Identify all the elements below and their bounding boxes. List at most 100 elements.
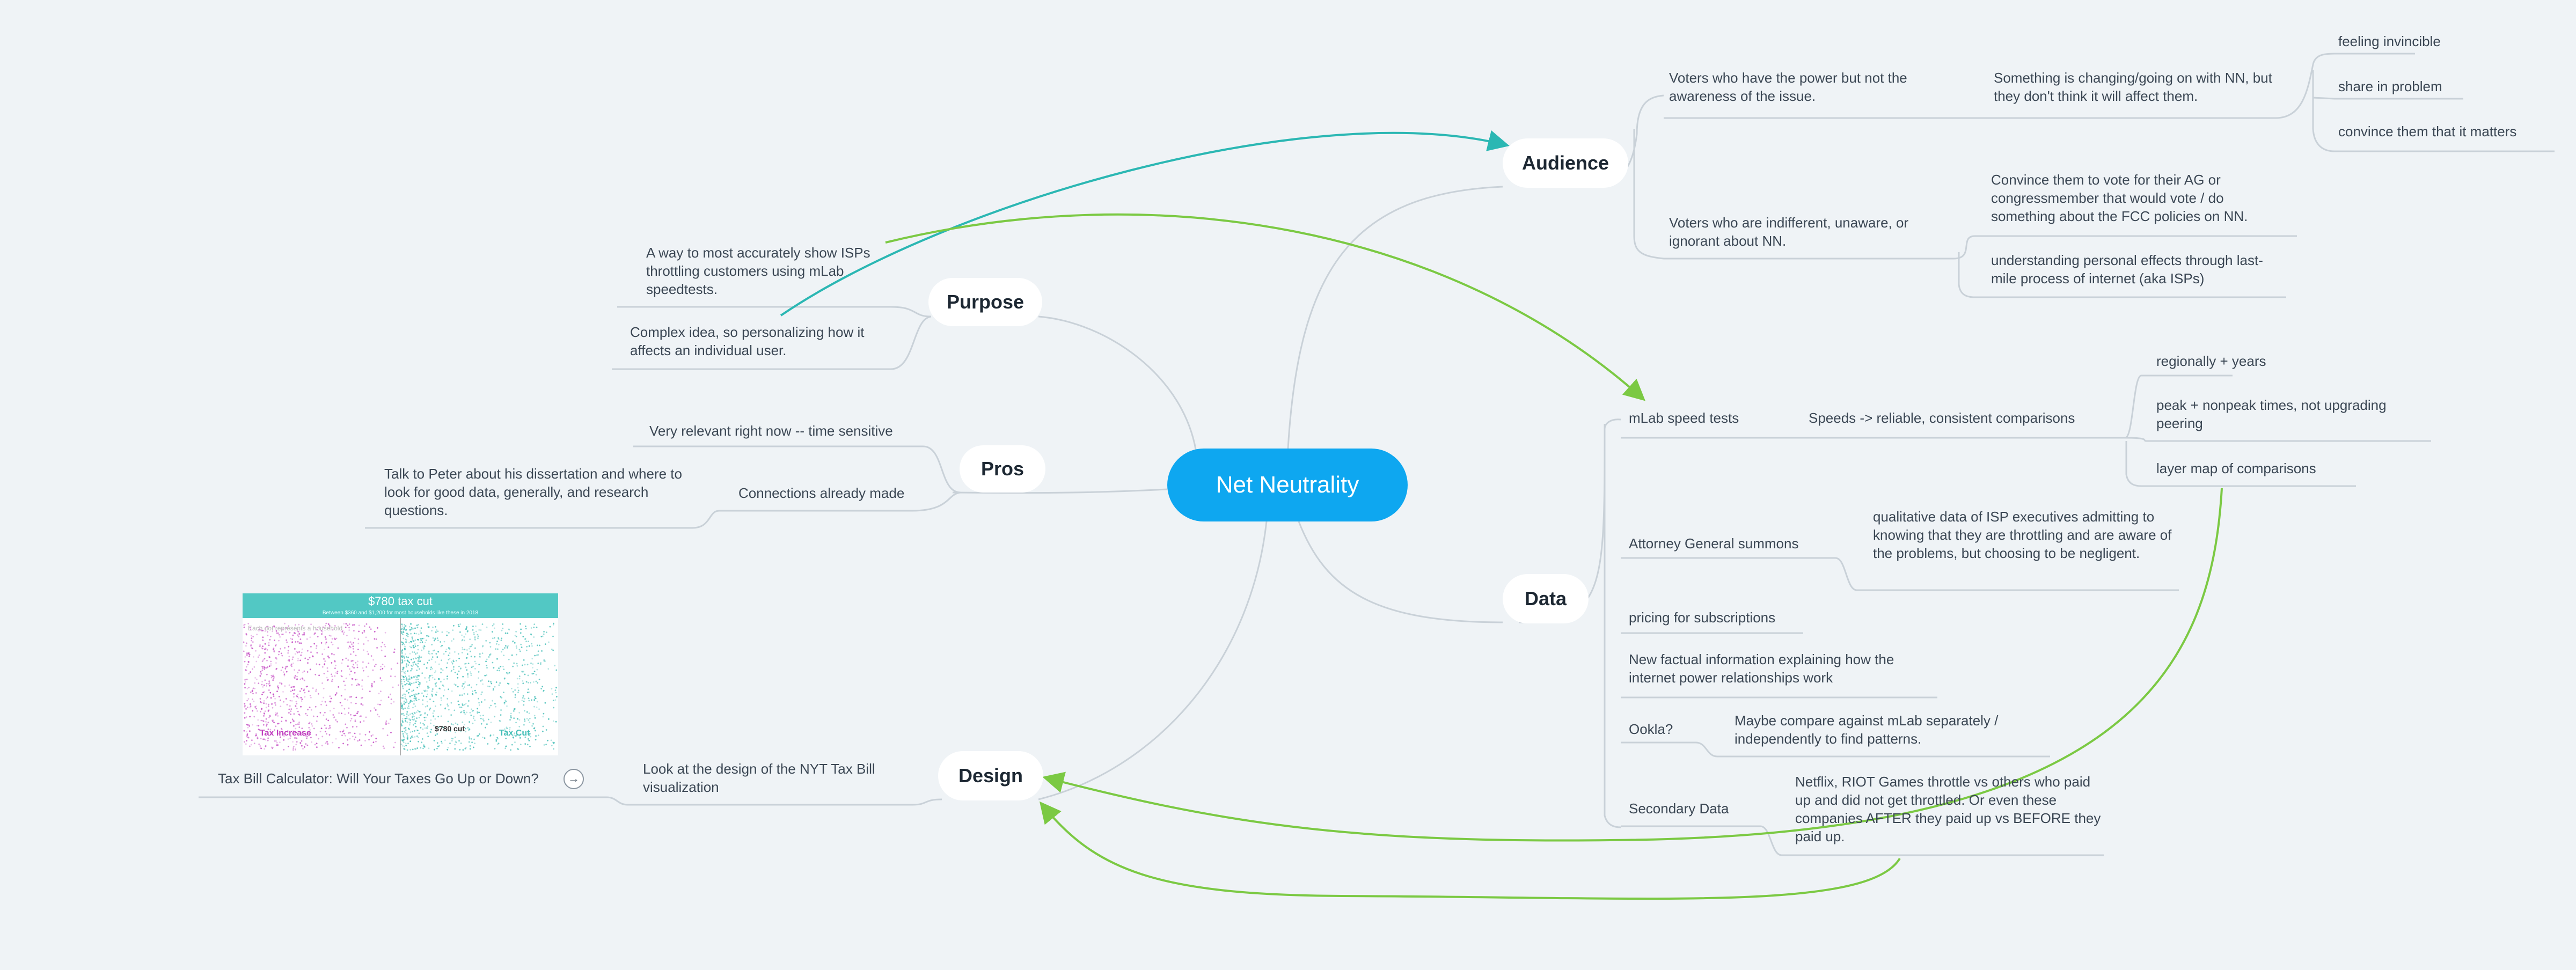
- thumbnail-dot: [348, 623, 350, 625]
- thumbnail-dot: [292, 730, 294, 732]
- data-pricing[interactable]: pricing for subscriptions: [1629, 609, 1776, 626]
- thumbnail-dot: [500, 720, 501, 722]
- thumbnail-dot: [518, 675, 521, 677]
- branch-design: [1038, 521, 1268, 800]
- design-look-nyt[interactable]: Look at the design of the NYT Tax Bill v…: [643, 761, 875, 795]
- thumbnail-dot: [369, 626, 371, 628]
- thumbnail-dot: [361, 697, 363, 699]
- purpose-complex-idea[interactable]: Complex idea, so personalizing how it af…: [630, 324, 865, 358]
- thumbnail-dot: [423, 716, 426, 718]
- audience-changing[interactable]: Something is changing/going on with NN, …: [1994, 70, 2272, 104]
- thumbnail-dot: [350, 670, 352, 672]
- thumbnail-dot: [327, 670, 328, 672]
- arrow-right-circle-icon[interactable]: →: [564, 769, 584, 789]
- thumbnail-dot: [496, 670, 499, 671]
- thumbnail-dot: [270, 746, 273, 748]
- thumbnail-dot: [321, 700, 323, 702]
- pros-connections[interactable]: Connections already made: [738, 485, 905, 501]
- thumbnail-dot: [273, 695, 275, 697]
- thumbnail-dot: [547, 739, 548, 741]
- thumbnail-dot: [260, 719, 262, 722]
- pros-talk-peter[interactable]: Talk to Peter about his dissertation and…: [384, 466, 682, 518]
- thumbnail-dot: [517, 687, 519, 688]
- data-ookla[interactable]: Ookla?: [1629, 721, 1673, 737]
- thumbnail-dot: [267, 722, 269, 724]
- thumbnail-dot: [243, 650, 245, 652]
- thumbnail-dot: [469, 711, 471, 714]
- thumbnail-dot: [405, 656, 407, 658]
- thumbnail-dot: [355, 662, 357, 664]
- thumbnail-dot: [440, 668, 442, 670]
- thumbnail-dot: [358, 684, 360, 686]
- thumbnail-dot: [244, 623, 246, 626]
- thumbnail-dot: [384, 655, 386, 657]
- purpose-show-isps[interactable]: A way to most accurately show ISPs throt…: [646, 245, 870, 297]
- thumbnail-dot: [400, 743, 402, 745]
- thumbnail-dot: [286, 665, 288, 667]
- audience-feeling-invincible[interactable]: feeling invincible: [2338, 33, 2441, 49]
- design-link-title[interactable]: Tax Bill Calculator: Will Your Taxes Go …: [218, 770, 539, 787]
- thumbnail-dot: [481, 645, 484, 648]
- thumbnail-dot: [299, 690, 301, 692]
- thumbnail-dot: [321, 633, 323, 635]
- thumbnail-dot: [414, 639, 416, 641]
- audience-voters-power[interactable]: Voters who have the power but not the aw…: [1669, 70, 1907, 104]
- thumbnail-dot: [514, 696, 516, 699]
- thumbnail-dot: [276, 712, 278, 715]
- audience-share-in-problem[interactable]: share in problem: [2338, 78, 2442, 94]
- thumbnail-dot: [493, 667, 495, 669]
- thumbnail-dot: [538, 679, 540, 680]
- thumbnail-dot: [263, 715, 265, 717]
- thumbnail-dot: [409, 713, 411, 715]
- thumbnail-dot: [260, 673, 262, 675]
- audience-convince-vote[interactable]: Convince them to vote for their AG or co…: [1991, 172, 2248, 224]
- topic-audience[interactable]: Audience: [1503, 138, 1628, 188]
- topic-purpose[interactable]: Purpose: [928, 278, 1042, 326]
- nyt-tax-bill-thumbnail[interactable]: $780 tax cut Between $360 and $1,200 for…: [243, 593, 558, 755]
- data-secondary[interactable]: Secondary Data: [1629, 800, 1729, 817]
- thumbnail-dot: [422, 695, 425, 697]
- thumbnail-dot: [275, 704, 276, 706]
- thumbnail-dot: [465, 747, 467, 749]
- thumbnail-dot: [306, 737, 308, 739]
- audience-voters-indifferent[interactable]: Voters who are indifferent, unaware, or …: [1669, 215, 1909, 249]
- thumbnail-dot: [310, 623, 312, 626]
- thumbnail-dot: [407, 707, 409, 709]
- data-speeds[interactable]: Speeds -> reliable, consistent compariso…: [1809, 410, 2075, 426]
- thumbnail-dot: [328, 623, 330, 626]
- thumbnail-dot: [554, 689, 557, 692]
- data-layer-map[interactable]: layer map of comparisons: [2156, 460, 2316, 476]
- thumbnail-dot: [499, 670, 500, 672]
- topic-pros[interactable]: Pros: [960, 445, 1045, 493]
- thumbnail-dot: [355, 655, 357, 657]
- thumbnail-dot: [533, 623, 536, 625]
- thumbnail-dot: [402, 630, 404, 633]
- thumbnail-dot: [321, 653, 324, 655]
- thumbnail-dot: [246, 731, 247, 733]
- data-regionally[interactable]: regionally + years: [2156, 353, 2266, 369]
- thumbnail-dot: [420, 656, 422, 658]
- topic-data[interactable]: Data: [1503, 574, 1589, 623]
- topic-design[interactable]: Design: [938, 751, 1043, 800]
- data-ag-summons[interactable]: Attorney General summons: [1629, 535, 1799, 552]
- pros-relevant[interactable]: Very relevant right now -- time sensitiv…: [649, 423, 893, 439]
- thumbnail-dot: [255, 692, 257, 694]
- data-netflix[interactable]: Netflix, RIOT Games throttle vs others w…: [1795, 774, 2101, 844]
- audience-convince-matters[interactable]: convince them that it matters: [2338, 123, 2517, 139]
- central-topic-net-neutrality[interactable]: Net Neutrality: [1167, 449, 1408, 521]
- data-mlab[interactable]: mLab speed tests: [1629, 410, 1739, 426]
- thumbnail-dot: [316, 688, 317, 690]
- data-new-info[interactable]: New factual information explaining how t…: [1629, 651, 1894, 686]
- thumbnail-dot: [534, 655, 536, 657]
- thumbnail-dot: [461, 634, 463, 636]
- thumbnail-dot: [513, 662, 515, 664]
- thumbnail-dot: [306, 671, 309, 673]
- data-compare-mlab[interactable]: Maybe compare against mLab separately / …: [1735, 712, 1999, 747]
- data-qualitative[interactable]: qualitative data of ISP executives admit…: [1873, 509, 2172, 561]
- audience-personal-effects[interactable]: understanding personal effects through l…: [1991, 252, 2263, 286]
- thumbnail-dot: [354, 672, 356, 674]
- thumbnail-dot: [461, 652, 463, 653]
- data-peak[interactable]: peak + nonpeak times, not upgrading peer…: [2156, 397, 2387, 431]
- thumbnail-dot: [340, 675, 342, 677]
- thumbnail-dot: [384, 665, 385, 667]
